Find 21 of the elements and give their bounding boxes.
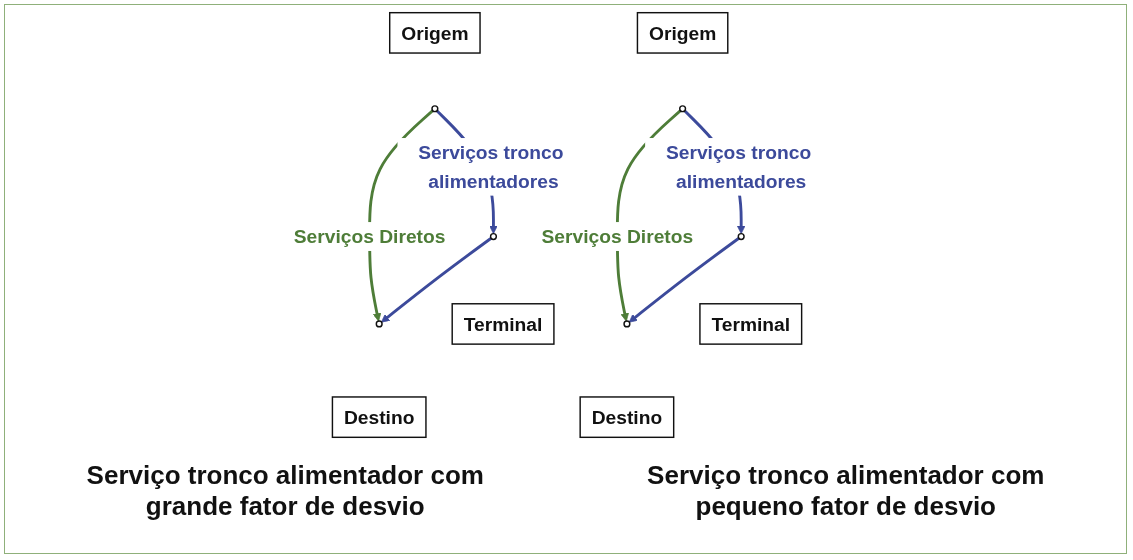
arrow bbox=[628, 237, 740, 323]
node-circle bbox=[489, 232, 498, 241]
node-circle bbox=[431, 105, 439, 113]
node-box: Destino bbox=[331, 396, 427, 439]
edge-label: Serviços Diretos bbox=[293, 225, 446, 248]
node-circle bbox=[623, 320, 631, 328]
node-circle bbox=[375, 320, 383, 328]
node-box: Origem bbox=[636, 11, 729, 54]
node-box: Origem bbox=[389, 11, 481, 54]
arrow bbox=[381, 237, 492, 323]
caption-text: Serviço tronco alimentador com grande fator de desvio bbox=[85, 460, 485, 522]
caption-text: Serviço tronco alimentador com pequeno fator de desvio bbox=[646, 460, 1046, 522]
edge-label: Serviços tronco alimentadores bbox=[665, 141, 812, 192]
node-box: Terminal bbox=[699, 303, 803, 345]
node-box: Destino bbox=[579, 396, 675, 439]
node-box: Terminal bbox=[451, 303, 555, 345]
edge-label: Serviços tronco alimentadores bbox=[418, 141, 564, 192]
edge-label: Serviços Diretos bbox=[541, 225, 694, 248]
arrow bbox=[615, 109, 682, 322]
node-circle bbox=[679, 105, 687, 113]
node-circle bbox=[737, 232, 745, 241]
